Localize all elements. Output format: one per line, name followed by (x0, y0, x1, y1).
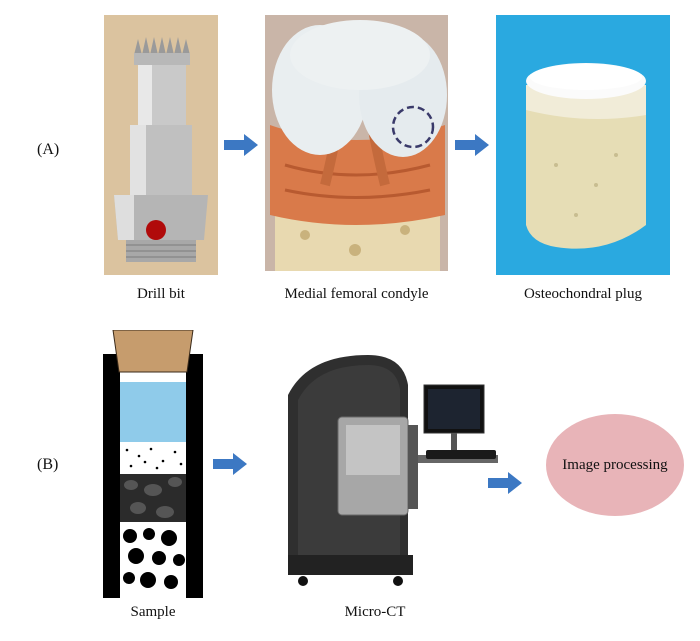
drill-bit-photo (104, 15, 218, 275)
arrow-right-icon (488, 472, 522, 494)
image-processing-label: Image processing (562, 456, 668, 473)
micro-ct-scanner-photo (268, 355, 504, 595)
arrow-right-icon (224, 134, 258, 156)
osteochondral-plug-photo (496, 15, 670, 275)
arrow-right-icon (455, 134, 489, 156)
panel-label-b: (B) (37, 456, 59, 473)
osteochondral-plug-caption: Osteochondral plug (524, 286, 642, 302)
arrow-right-icon (213, 453, 247, 475)
image-processing-ellipse: Image processing (546, 414, 684, 516)
drill-bit-caption: Drill bit (137, 286, 185, 302)
sample-caption: Sample (130, 604, 176, 620)
sample-tube-diagram (103, 330, 203, 598)
micro-ct-caption: Micro-CT (344, 604, 406, 620)
knee-joint-photo (265, 15, 448, 271)
panel-label-a: (A) (37, 141, 60, 158)
medial-femoral-condyle-caption: Medial femoral condyle (284, 286, 429, 302)
